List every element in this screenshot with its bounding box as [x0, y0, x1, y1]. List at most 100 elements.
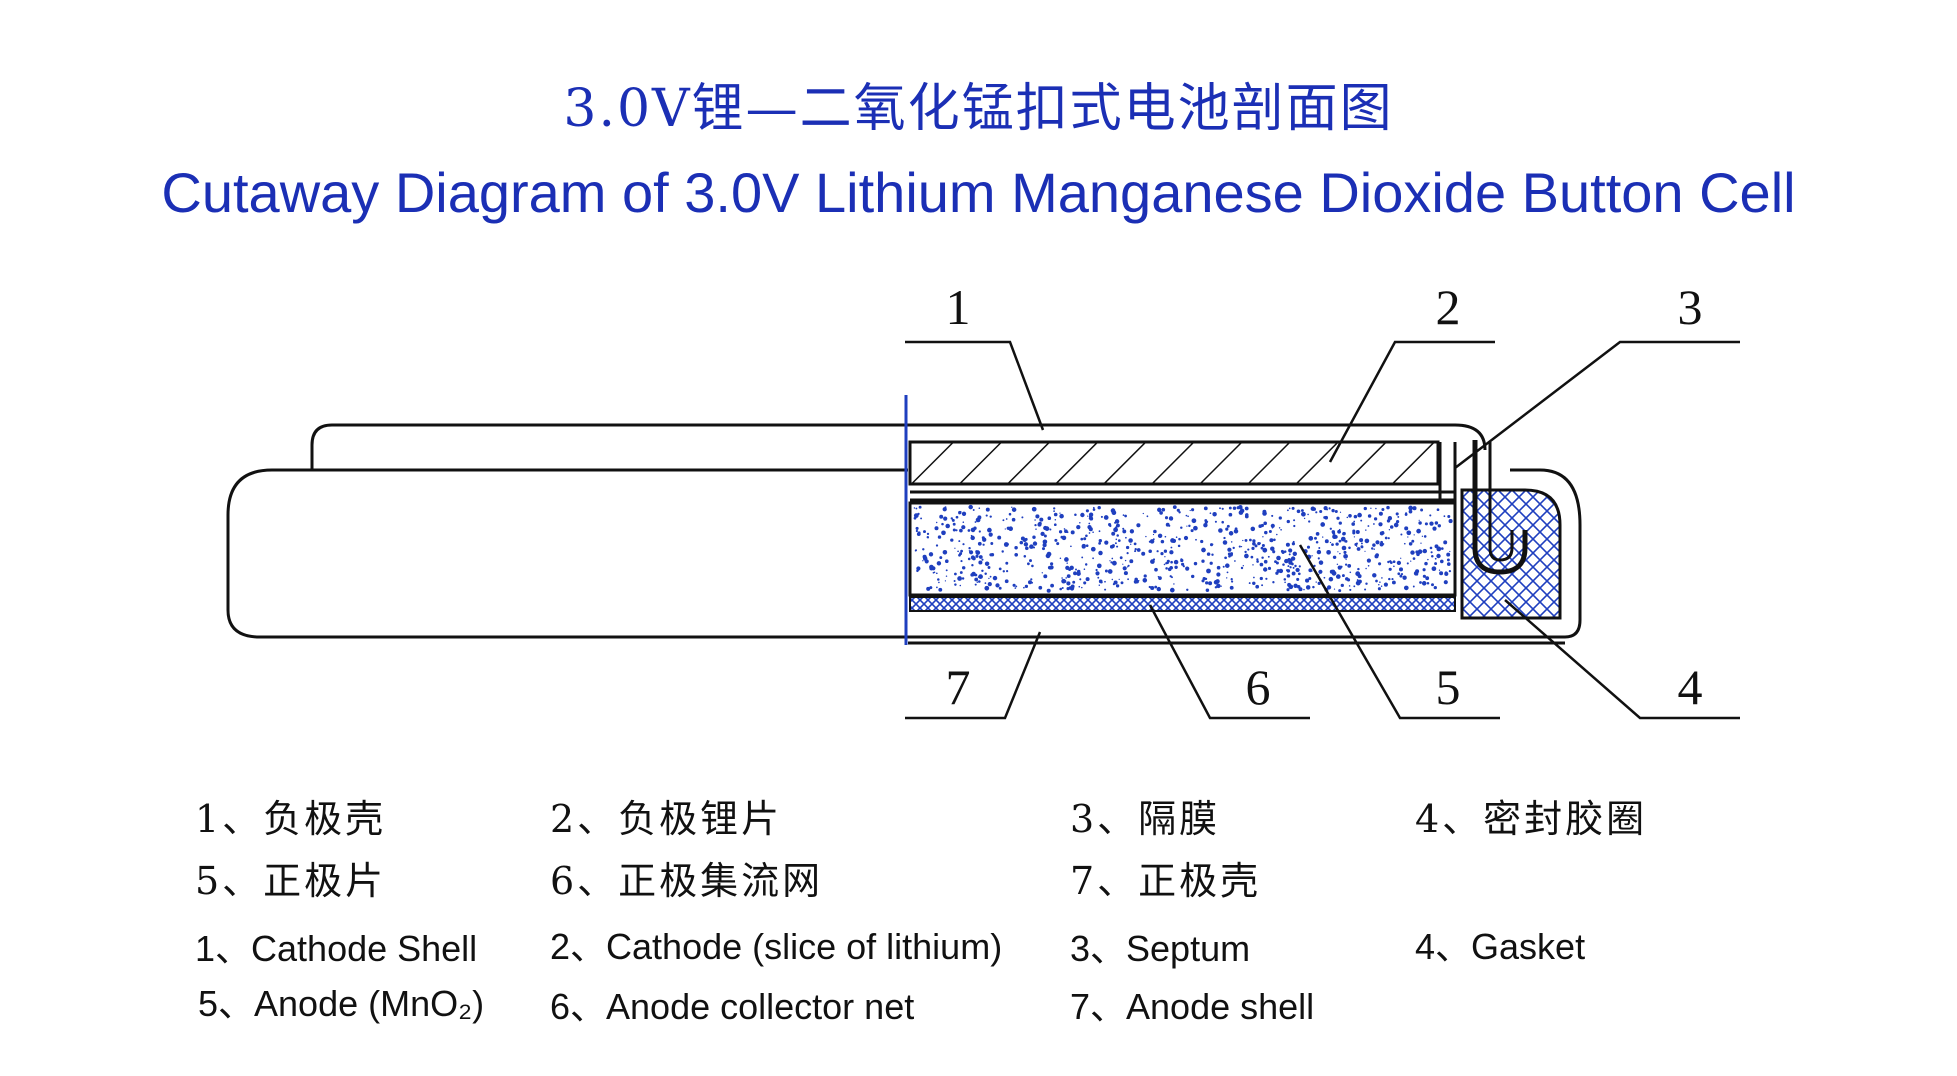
speckle-dot [1169, 575, 1172, 578]
speckle-dot [1288, 548, 1293, 553]
speckle-dot [1399, 574, 1403, 578]
legend-en-5: 5、Anode (MnO₂) [198, 983, 485, 1024]
speckle-dot [1292, 551, 1297, 556]
speckle-dot [942, 550, 948, 555]
speckle-dot [1256, 558, 1259, 561]
speckle-dot [941, 522, 944, 526]
speckle-dot [1049, 565, 1054, 570]
speckle-dot [1005, 561, 1009, 565]
speckle-dot [1032, 541, 1038, 546]
speckle-dot [1308, 520, 1311, 523]
speckle-dot [1004, 528, 1006, 530]
speckle-dot [1284, 558, 1289, 564]
speckle-dot [1331, 508, 1335, 513]
speckle-dot [1284, 581, 1286, 584]
speckle-dot [1403, 585, 1409, 591]
speckle-dot [984, 585, 990, 591]
speckle-dot [1276, 555, 1281, 561]
speckle-dot [1314, 536, 1317, 540]
speckle-dot [1111, 531, 1116, 536]
speckle-dot [1206, 552, 1211, 556]
speckle-dot [1098, 539, 1102, 543]
speckle-dot [1041, 572, 1043, 574]
speckle-dot [1225, 527, 1229, 531]
speckle-dot [1244, 553, 1249, 559]
speckle-dot [1211, 543, 1214, 546]
title-chinese: 3.0V锂—二氧化锰扣式电池剖面图 [563, 79, 1394, 139]
speckle-dot [1389, 525, 1394, 529]
speckle-dot [1020, 536, 1025, 541]
speckle-dot [1229, 585, 1234, 590]
speckle-dot [1092, 508, 1096, 511]
speckle-dot [1088, 512, 1094, 517]
speckle-dot [1156, 550, 1159, 553]
speckle-dot [984, 582, 987, 584]
speckle-dot [1293, 519, 1296, 522]
speckle-dot [970, 534, 973, 537]
speckle-dot [1031, 506, 1037, 512]
speckle-dot [1034, 519, 1036, 521]
speckle-dot [945, 523, 950, 529]
speckle-dot [1345, 577, 1349, 581]
speckle-dot [1081, 586, 1083, 589]
speckle-dot [1070, 586, 1075, 591]
speckle-dot [1074, 513, 1077, 516]
speckle-dot [1300, 509, 1304, 512]
speckle-dot [1337, 551, 1339, 553]
speckle-dot [1332, 531, 1336, 535]
speckle-dot [1294, 564, 1297, 568]
speckle-dot [989, 575, 992, 578]
speckle-dot [1187, 515, 1189, 518]
speckle-dot [1354, 543, 1358, 546]
speckle-dot [1224, 556, 1227, 560]
speckle-dot [1073, 571, 1077, 576]
speckle-dot [1123, 571, 1128, 576]
speckle-dot [1038, 585, 1043, 590]
speckle-dot [969, 550, 974, 555]
speckle-dot [1088, 517, 1091, 520]
speckle-dot [1142, 512, 1144, 515]
speckle-dot [1434, 557, 1437, 560]
speckle-dot [1111, 578, 1114, 581]
speckle-dot [1392, 560, 1396, 564]
speckle-dot [1011, 517, 1016, 522]
speckle-dot [1426, 582, 1430, 585]
speckle-dot [922, 560, 924, 562]
speckle-dot [1424, 522, 1428, 526]
speckle-dot [1431, 566, 1437, 572]
speckle-dot [1112, 560, 1117, 566]
speckle-dot [1116, 534, 1119, 537]
speckle-dot [934, 526, 939, 531]
speckle-dot [941, 530, 946, 536]
speckle-dot [1043, 534, 1047, 538]
speckle-dot [1113, 527, 1118, 533]
speckle-dot [1190, 529, 1194, 533]
speckle-dot [1286, 574, 1291, 578]
speckle-dot [1312, 509, 1315, 511]
speckle-dot [1433, 585, 1437, 590]
speckle-dot [1296, 577, 1300, 581]
callout-1: 1 [945, 279, 971, 335]
speckle-dot [1069, 565, 1074, 570]
speckle-dot [1003, 542, 1009, 547]
speckle-dot [1446, 562, 1451, 566]
speckle-dot [1124, 559, 1127, 562]
speckle-dot [1168, 524, 1171, 527]
speckle-dot [1027, 562, 1030, 566]
speckle-dot [1126, 566, 1129, 568]
legend-en-6: 6、Anode collector net [550, 986, 915, 1027]
speckle-dot [923, 530, 926, 534]
speckle-dot [1035, 528, 1037, 530]
speckle-dot [1365, 529, 1367, 531]
speckle-dot [1030, 578, 1033, 581]
speckle-dot [1329, 541, 1332, 544]
speckle-dot [1360, 519, 1363, 522]
speckle-dot [1002, 570, 1005, 573]
speckle-dot [1136, 548, 1141, 552]
speckle-dot [1348, 585, 1351, 587]
speckle-dot [1228, 512, 1233, 517]
speckle-dot [1041, 547, 1046, 551]
speckle-dot [1130, 543, 1132, 545]
speckle-dot [1244, 538, 1248, 542]
speckle-dot [987, 527, 992, 533]
